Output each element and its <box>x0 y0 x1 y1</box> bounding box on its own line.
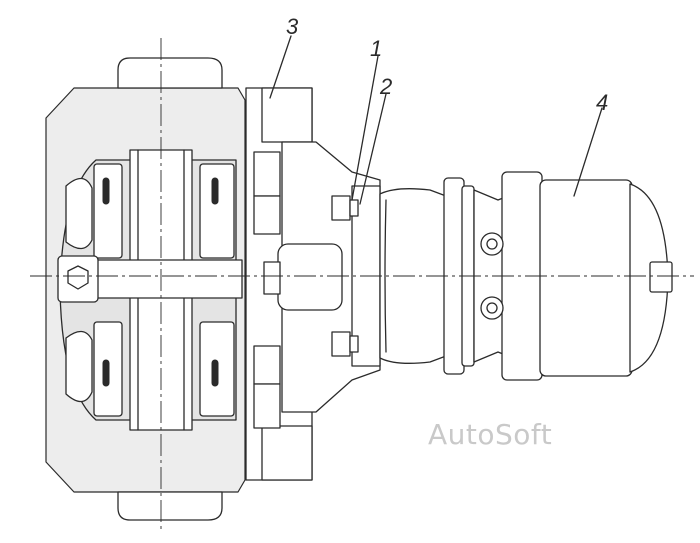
guide-pin-hex-nut <box>67 265 89 290</box>
callout-4: 4 <box>596 90 608 115</box>
piston-rod <box>263 261 281 295</box>
leader-2 <box>359 93 387 205</box>
chamber-neck-curve <box>384 199 387 353</box>
pad-slot-4 <box>211 359 219 387</box>
leader-3 <box>269 35 292 99</box>
pad-slot-2 <box>102 359 110 387</box>
bolt-body-bottom <box>349 335 359 353</box>
end-cap-nut <box>649 261 673 293</box>
callout-2: 2 <box>379 74 392 99</box>
spring-chamber <box>539 179 633 377</box>
left-oval-upper <box>65 177 93 250</box>
leader-4 <box>573 107 603 197</box>
callout-3: 3 <box>286 14 299 39</box>
bracket-step-top <box>261 87 313 143</box>
bracket-block-2 <box>253 195 281 235</box>
bolt-body-top <box>349 199 359 217</box>
brake-pad-upper-left <box>93 163 123 259</box>
bracket-block-1 <box>253 151 281 197</box>
clamp-bolt-bottom-inner <box>486 302 498 314</box>
bracket-block-4 <box>253 383 281 429</box>
pad-slot-3 <box>211 177 219 205</box>
left-oval-lower <box>65 330 93 403</box>
leader-1 <box>351 55 379 201</box>
bracket-step-bottom <box>261 425 313 481</box>
pad-slot-1 <box>102 177 110 205</box>
guide-pin <box>95 259 243 299</box>
brake-pad-upper-right <box>199 163 235 259</box>
bottom-pad-tab <box>117 491 223 521</box>
bolt-head-top <box>331 195 351 221</box>
top-pad-tab <box>117 57 223 89</box>
piston <box>277 243 343 311</box>
callout-1: 1 <box>370 36 382 61</box>
bracket-block-3 <box>253 345 281 385</box>
clamp-bolt-top-inner <box>486 238 498 250</box>
watermark: AutoSoft <box>428 418 553 451</box>
bolt-head-bottom <box>331 331 351 357</box>
